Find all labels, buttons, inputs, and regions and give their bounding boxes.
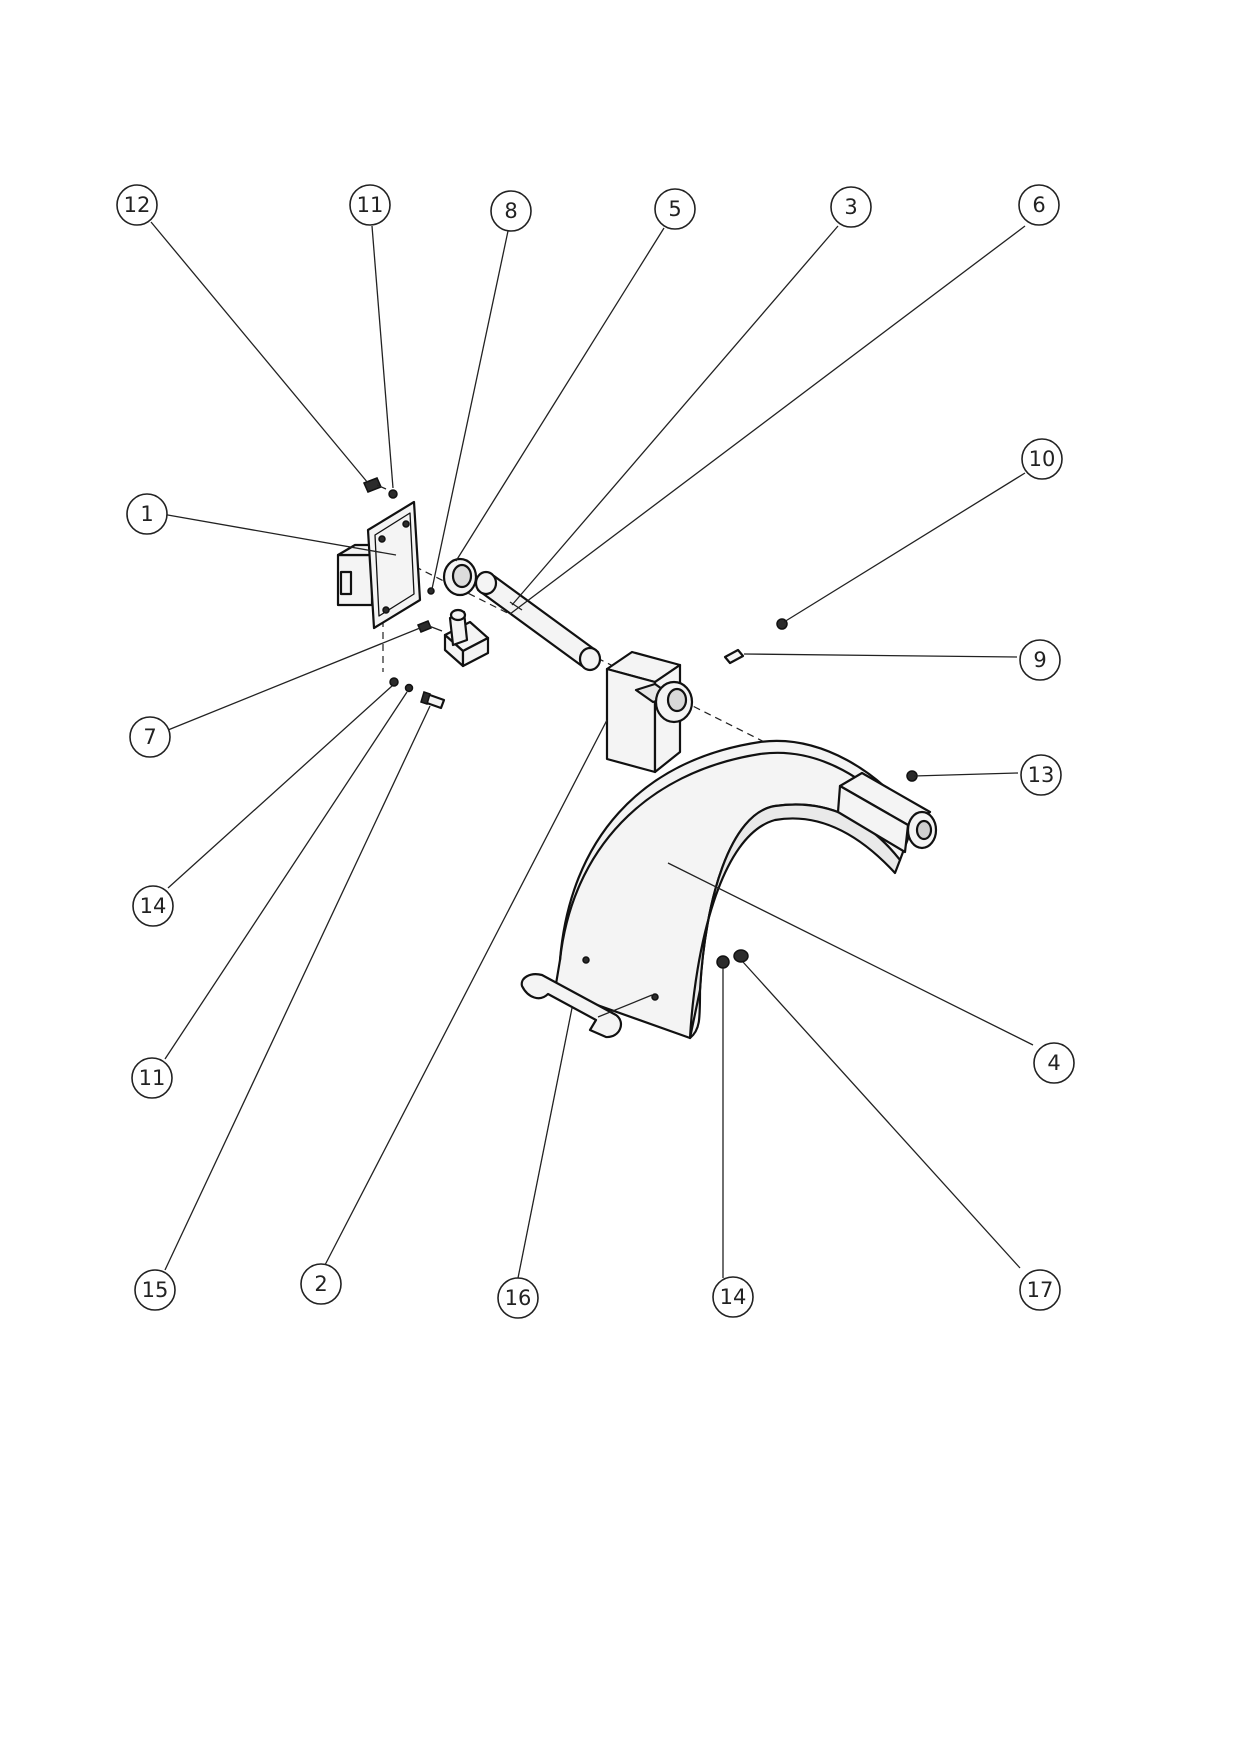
mounting-plate-part [336, 500, 422, 630]
nut-part-14-right [716, 955, 730, 969]
balloon-8: 8 [490, 190, 532, 232]
balloon-7: 7 [129, 716, 171, 758]
balloon-2: 2 [300, 1263, 342, 1305]
balloon-11-lower-label: 11 [139, 1066, 166, 1090]
balloon-14-right-label: 14 [720, 1285, 747, 1309]
balloon-8-label: 8 [504, 199, 517, 223]
balloon-11-top-label: 11 [357, 193, 384, 217]
balloon-12-label: 12 [124, 193, 151, 217]
washer-part-11-lower [404, 683, 414, 693]
bolt-part-15 [420, 691, 446, 710]
balloon-5: 5 [654, 188, 696, 230]
bolt-part-17 [733, 949, 749, 963]
balloon-3-label: 3 [844, 195, 857, 219]
bearing-ring-part-5 [442, 557, 478, 597]
nut-part-14-left [389, 677, 399, 687]
shaft-part-3 [474, 570, 602, 672]
balloon-7-label: 7 [143, 725, 156, 749]
balloon-13: 13 [1020, 754, 1062, 796]
balloon-15: 15 [134, 1269, 176, 1311]
bearing-housing-part-2 [605, 650, 694, 774]
balloon-14-left-label: 14 [140, 894, 167, 918]
guard-hinge-tube [836, 771, 938, 854]
balloon-17-label: 17 [1027, 1278, 1054, 1302]
balloon-16: 16 [497, 1277, 539, 1319]
bolt-part-7 [417, 620, 443, 633]
balloon-11-top: 11 [349, 184, 391, 226]
balloon-4: 4 [1033, 1042, 1075, 1084]
lever-bracket-part [443, 608, 490, 668]
balloon-12: 12 [116, 184, 158, 226]
screw-part-8 [427, 587, 435, 595]
balloon-9-label: 9 [1033, 648, 1046, 672]
balloon-6-label: 6 [1032, 193, 1045, 217]
balloon-14-left: 14 [132, 885, 174, 927]
balloon-3: 3 [830, 186, 872, 228]
balloon-10: 10 [1021, 438, 1063, 480]
washer-part-11-top [388, 489, 398, 499]
balloon-16-label: 16 [505, 1286, 532, 1310]
balloon-5-label: 5 [668, 197, 681, 221]
set-screw-part-9 [723, 648, 745, 665]
balloon-9: 9 [1019, 639, 1061, 681]
balloon-6: 6 [1018, 184, 1060, 226]
balloon-17: 17 [1019, 1269, 1061, 1311]
balloon-13-label: 13 [1028, 763, 1055, 787]
handle-part-16 [520, 973, 653, 1039]
balloon-2-label: 2 [314, 1272, 327, 1296]
balloon-15-label: 15 [142, 1278, 169, 1302]
balloon-4-label: 4 [1047, 1051, 1060, 1075]
balloon-10-label: 10 [1029, 447, 1056, 471]
balloon-1: 1 [126, 493, 168, 535]
bolt-part-12 [362, 477, 387, 493]
balloon-14-right: 14 [712, 1276, 754, 1318]
leader-lines [150, 221, 1034, 1279]
balloon-1-label: 1 [140, 502, 153, 526]
balloon-11-lower: 11 [131, 1057, 173, 1099]
